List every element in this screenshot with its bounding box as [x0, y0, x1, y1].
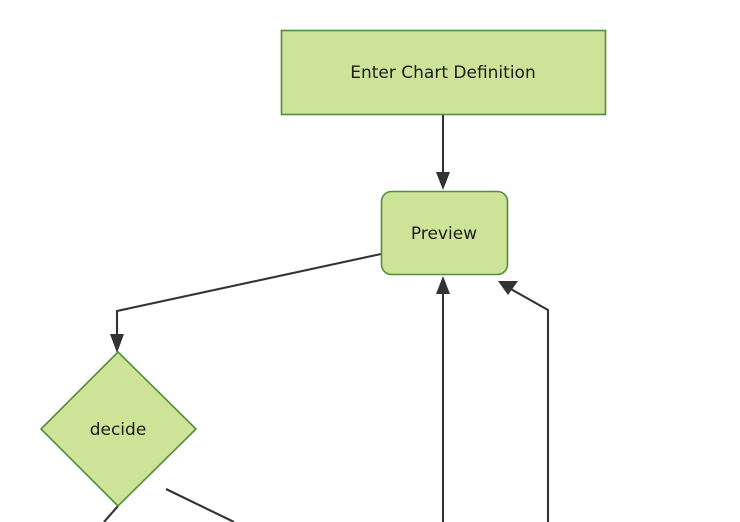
node-label-preview: Preview	[411, 224, 477, 244]
node-label-decide: decide	[90, 420, 147, 440]
edge-decide-to-bottom-left	[103, 505, 119, 522]
arrow-head-icon	[436, 276, 450, 294]
edge-line	[165, 488, 235, 522]
arrow-head-icon	[436, 172, 450, 190]
edge-preview-to-decide	[110, 252, 382, 353]
node-diamond[interactable]	[39, 350, 198, 508]
node-enter-chart-definition[interactable]: Enter Chart Definition	[280, 29, 607, 116]
node-preview[interactable]: Preview	[380, 190, 509, 276]
node-label-enter-chart-definition: Enter Chart Definition	[350, 63, 535, 83]
node-decide[interactable]: decide	[39, 350, 198, 508]
arrow-head-icon	[498, 281, 518, 295]
edge-return-center-to-preview	[436, 276, 450, 522]
edge-line	[115, 252, 382, 341]
edge-line	[508, 287, 550, 522]
edge-enter-to-preview	[436, 115, 450, 190]
edge-decide-to-bottom-right	[165, 488, 235, 522]
edge-return-right-to-preview	[498, 281, 550, 522]
arrow-head-icon	[110, 334, 124, 353]
node-rounded-rect[interactable]	[380, 190, 509, 276]
edge-line	[103, 505, 119, 522]
node-rect[interactable]	[280, 29, 607, 116]
